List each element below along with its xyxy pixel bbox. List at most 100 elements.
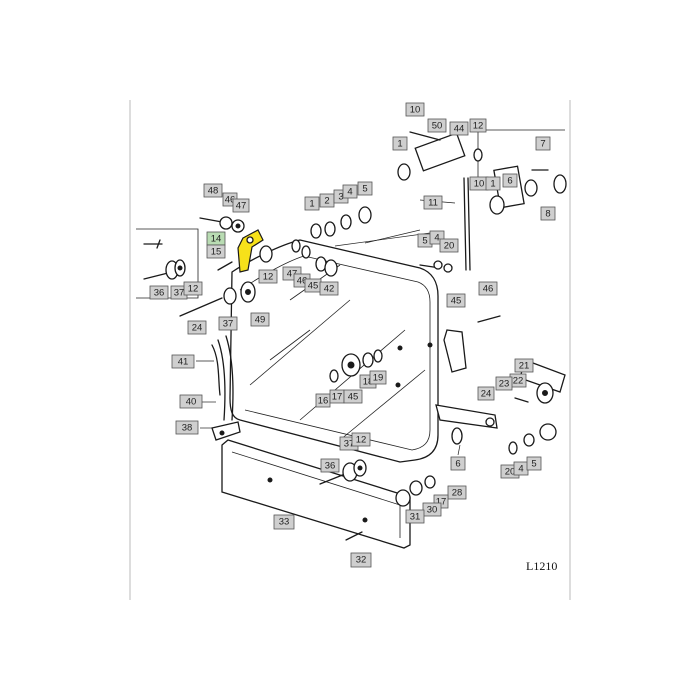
- callout-44: 48: [203, 183, 223, 198]
- callout-49: 49: [250, 312, 270, 327]
- callout-8: 7: [535, 136, 551, 151]
- callout-40: 42: [319, 281, 339, 296]
- svg-text:47: 47: [287, 269, 298, 280]
- svg-text:10: 10: [474, 179, 485, 190]
- callout-21: 21: [514, 358, 534, 373]
- left-detail-inset: [136, 228, 199, 299]
- svg-text:44: 44: [454, 124, 465, 135]
- callout-4-top: 4: [342, 184, 358, 199]
- callout-20-top: 20: [439, 238, 459, 253]
- callout-46: 45: [343, 389, 363, 404]
- callout-41: 45: [304, 278, 322, 293]
- callout-33: 33: [273, 514, 295, 530]
- lower-right-bracket: [395, 404, 498, 507]
- callout-37: 40: [179, 394, 203, 409]
- svg-text:32: 32: [356, 555, 367, 566]
- svg-text:10: 10: [410, 105, 421, 116]
- callout-30: 30: [422, 502, 442, 517]
- callout-28: 28: [447, 485, 467, 500]
- svg-text:46: 46: [483, 284, 494, 295]
- svg-text:31: 31: [410, 512, 421, 523]
- callout-1-mid: 1: [304, 196, 320, 211]
- callout-34: 36: [149, 285, 169, 300]
- callout-34-lower: 36: [320, 458, 340, 473]
- callout-15: 15: [206, 244, 226, 259]
- callout-1-right: 1: [485, 176, 501, 191]
- callout-43-top: 47: [232, 198, 250, 213]
- svg-text:46: 46: [225, 195, 236, 206]
- svg-text:42: 42: [324, 284, 335, 295]
- callout-38: 41: [171, 354, 195, 369]
- svg-text:5: 5: [362, 184, 367, 195]
- svg-text:4: 4: [434, 233, 439, 244]
- svg-text:8: 8: [545, 209, 550, 220]
- callout-5-top: 5: [357, 181, 373, 196]
- svg-text:37: 37: [223, 319, 234, 330]
- window-channel: [211, 335, 234, 421]
- callout-32: 32: [350, 552, 372, 568]
- callout-29: 24: [187, 320, 207, 335]
- upper-hinge-fasteners: [179, 206, 372, 317]
- callout-4-lower: 4: [513, 461, 529, 476]
- svg-text:45: 45: [348, 392, 359, 403]
- callout-10b: 10: [469, 176, 489, 191]
- svg-text:21: 21: [519, 361, 530, 372]
- lower-bracket: [211, 421, 241, 441]
- callout-48: 46: [478, 281, 498, 296]
- svg-text:33: 33: [279, 517, 290, 528]
- svg-text:1: 1: [490, 179, 495, 190]
- svg-text:47: 47: [236, 201, 247, 212]
- svg-text:7: 7: [540, 139, 545, 150]
- callout-13-inset: 12: [183, 281, 203, 296]
- callout-13-lower: 12: [351, 432, 371, 447]
- right-detail-inset: [477, 129, 567, 215]
- callout-11: 11: [423, 195, 443, 210]
- callout-22: 22: [509, 373, 527, 388]
- svg-text:38: 38: [182, 423, 193, 434]
- svg-text:5: 5: [422, 236, 427, 247]
- svg-text:37: 37: [344, 439, 355, 450]
- callout-35: 37: [218, 316, 238, 331]
- callout-23: 23: [495, 376, 513, 391]
- callout-50: 50: [427, 118, 447, 133]
- svg-text:16: 16: [318, 396, 329, 407]
- svg-text:4: 4: [518, 464, 523, 475]
- highlighted-hinge-bracket: [237, 229, 264, 273]
- callout-6-lower: 6: [450, 456, 466, 471]
- svg-text:48: 48: [208, 186, 219, 197]
- callout-7: 8: [540, 206, 556, 221]
- svg-text:17: 17: [436, 497, 447, 508]
- callout-36: 38: [175, 420, 199, 435]
- svg-text:12: 12: [188, 284, 199, 295]
- svg-text:15: 15: [211, 247, 222, 258]
- callout-2: 2: [319, 193, 335, 208]
- callout-1-top: 1: [392, 136, 408, 151]
- svg-text:23: 23: [499, 379, 510, 390]
- svg-text:2: 2: [324, 196, 329, 207]
- callout-45: 44: [449, 121, 469, 136]
- svg-text:28: 28: [452, 488, 463, 499]
- callout-24: 24: [477, 386, 495, 401]
- svg-text:37: 37: [174, 288, 185, 299]
- svg-text:36: 36: [325, 461, 336, 472]
- svg-text:11: 11: [428, 198, 438, 209]
- figure-reference: L1210: [526, 559, 557, 573]
- svg-text:45: 45: [451, 296, 462, 307]
- callout-14: 14: [206, 231, 226, 246]
- callout-5-lower: 5: [526, 456, 542, 471]
- svg-text:4: 4: [347, 187, 352, 198]
- svg-text:30: 30: [427, 505, 438, 516]
- svg-text:45: 45: [308, 281, 319, 292]
- svg-text:36: 36: [154, 288, 165, 299]
- center-fasteners: [329, 342, 433, 388]
- svg-text:1: 1: [309, 199, 314, 210]
- callout-6-right: 6: [502, 173, 518, 188]
- callout-17: 17: [329, 389, 345, 404]
- svg-text:22: 22: [513, 376, 524, 387]
- svg-text:18: 18: [363, 377, 374, 388]
- callout-12: 12: [469, 118, 487, 133]
- bottom-glass-plate: [221, 439, 411, 549]
- svg-text:50: 50: [432, 121, 443, 132]
- svg-text:49: 49: [255, 315, 266, 326]
